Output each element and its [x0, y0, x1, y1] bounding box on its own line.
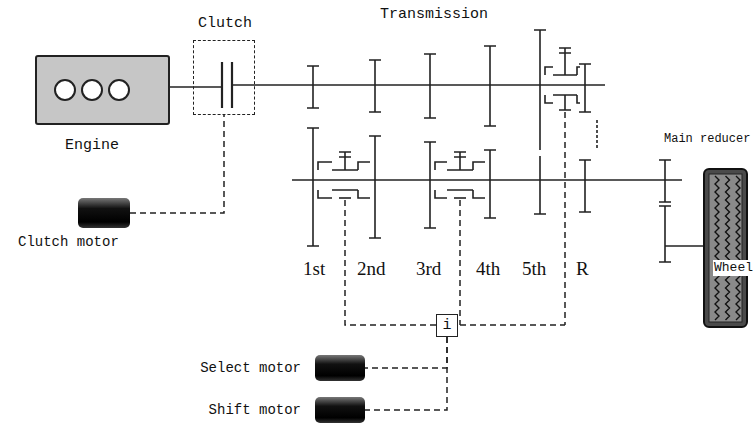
gear-number: 3rd	[416, 258, 441, 281]
shafts	[170, 62, 703, 246]
reducer-gear	[659, 160, 671, 202]
synchronizers	[318, 48, 580, 198]
clutch-label: Clutch	[198, 15, 252, 33]
select-motor: Select motor	[315, 355, 365, 381]
selector-label: i	[442, 317, 451, 335]
cylinder	[55, 80, 75, 100]
section-label: Main reducer	[664, 132, 750, 146]
gear	[484, 46, 496, 126]
synchronizer	[545, 67, 580, 103]
selector-box: i	[436, 314, 458, 337]
shift-fork	[454, 197, 466, 199]
cylinder	[82, 80, 102, 100]
shift-motor: Shift motor	[315, 397, 365, 423]
tread	[709, 174, 742, 322]
output-shaft	[292, 179, 682, 181]
engine-shaft	[170, 86, 222, 88]
clutch-plates	[222, 62, 232, 108]
gear-number: 2nd	[357, 258, 386, 281]
gear	[484, 150, 496, 218]
shift-fork	[559, 48, 571, 75]
tread-zigzag	[736, 176, 740, 320]
dashed-line	[130, 115, 224, 213]
fork-link	[459, 200, 461, 325]
motor-label: Select motor	[200, 360, 301, 377]
gear	[307, 128, 319, 246]
gear	[534, 30, 546, 150]
control-link	[130, 115, 224, 213]
dashed-line	[365, 337, 447, 368]
fork-links	[345, 112, 565, 325]
control-link	[365, 337, 447, 368]
motor-label: Clutch motor	[18, 234, 119, 251]
fork-link	[345, 200, 565, 325]
gear	[579, 64, 591, 112]
wheel-label: Wheel	[713, 260, 754, 276]
shift-fork	[339, 152, 351, 170]
cylinder	[109, 80, 129, 100]
shift-fork	[339, 197, 351, 199]
gear	[307, 66, 319, 108]
idler-gear	[596, 120, 598, 150]
gear	[369, 136, 381, 238]
shift-fork	[454, 152, 466, 170]
tyre	[704, 169, 747, 327]
fork-link	[564, 112, 566, 325]
engine-label: Engine	[65, 137, 119, 155]
gear-number: 1st	[303, 258, 325, 281]
synchronizer	[318, 162, 370, 198]
motor-label: Shift motor	[209, 402, 301, 419]
clutch-motor: Clutch motor	[78, 198, 130, 228]
wheel-drawing	[703, 168, 748, 328]
gear	[424, 142, 436, 228]
gear	[424, 54, 436, 118]
control-link	[365, 337, 447, 410]
gear	[579, 160, 591, 212]
engine-box: Engine	[35, 55, 170, 125]
wheel: Wheel	[703, 168, 748, 328]
gear-number: R	[576, 258, 589, 281]
shift-fork	[559, 95, 571, 110]
dashed-line	[365, 337, 447, 410]
reducer-gear	[659, 206, 671, 262]
gears	[307, 30, 671, 262]
wheel-shaft	[665, 245, 703, 247]
gear-number: 5th	[522, 258, 546, 281]
input-shaft	[232, 84, 605, 86]
tread-zigzag	[715, 176, 719, 320]
tread-zigzag	[726, 176, 730, 320]
engine-cylinders	[37, 57, 168, 123]
gear	[369, 60, 381, 112]
gear-number: 4th	[476, 258, 500, 281]
gear	[534, 156, 546, 214]
clutch-box: Clutch	[193, 40, 255, 115]
section-label: Transmission	[380, 6, 488, 24]
